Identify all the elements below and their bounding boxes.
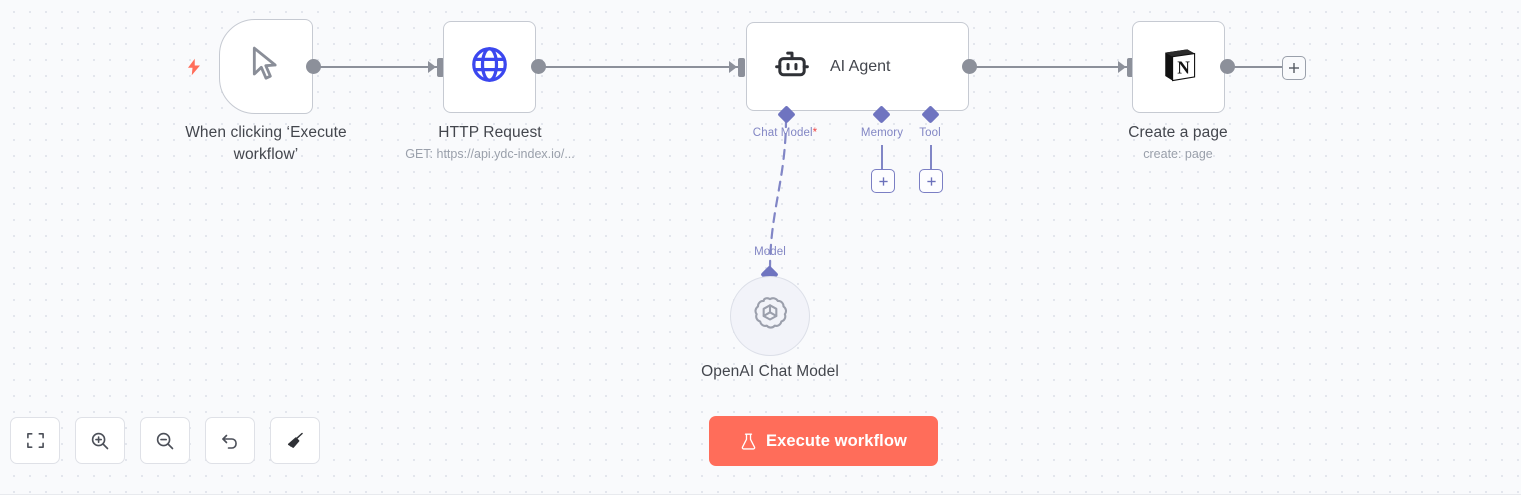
- notion-input-endpoint[interactable]: [1127, 58, 1134, 77]
- notion-input-arrow: [1118, 61, 1126, 73]
- wire-http-to-agent: [537, 66, 743, 68]
- globe-icon: [469, 44, 510, 90]
- notion-node-box[interactable]: N: [1132, 21, 1225, 113]
- zoom-out-button[interactable]: [140, 417, 190, 464]
- trigger-node-box[interactable]: [219, 19, 313, 114]
- node-label-notion: Create a page: [1128, 124, 1228, 141]
- zoom-in-button[interactable]: [75, 417, 125, 464]
- ai-agent-title: AI Agent: [830, 57, 891, 75]
- http-input-endpoint[interactable]: [437, 58, 444, 77]
- wire-chatmodel-to-openai: [768, 116, 788, 272]
- node-label-openai-chat-model: OpenAI Chat Model: [701, 363, 839, 380]
- lightning-bolt-icon: [185, 57, 203, 81]
- node-sublabel-notion: create: page: [1143, 147, 1213, 161]
- ai-agent-node-box[interactable]: AI Agent: [746, 22, 969, 111]
- add-memory-button[interactable]: [871, 169, 895, 193]
- chat-model-label-text: Chat Model: [752, 127, 813, 139]
- connector-label-model: Model: [754, 246, 786, 258]
- wire-tool-to-add: [930, 145, 932, 171]
- openai-icon: [750, 294, 790, 339]
- notion-icon: N: [1157, 43, 1201, 92]
- required-asterisk: *: [812, 127, 818, 139]
- undo-icon: [220, 431, 240, 451]
- agent-input-arrow: [729, 61, 737, 73]
- svg-text:N: N: [1177, 57, 1190, 77]
- node-label-trigger: When clicking ‘Execute workflow’: [185, 124, 347, 163]
- fit-view-icon: [26, 431, 45, 450]
- flask-icon: [740, 432, 757, 451]
- agent-input-endpoint[interactable]: [738, 58, 745, 77]
- trigger-output-endpoint[interactable]: [306, 59, 321, 74]
- reset-zoom-button[interactable]: [205, 417, 255, 464]
- agent-output-endpoint[interactable]: [962, 59, 977, 74]
- node-sublabel-http-request: GET: https://api.ydc-index.io/...: [405, 147, 575, 161]
- connector-label-chat-model: Chat Model*: [735, 127, 835, 139]
- canvas-toolbar: [10, 417, 320, 464]
- execute-workflow-button[interactable]: Execute workflow: [709, 416, 938, 466]
- node-label-http-request: HTTP Request: [438, 124, 542, 141]
- wire-notion-to-add: [1226, 66, 1283, 68]
- add-tool-button[interactable]: [919, 169, 943, 193]
- http-output-endpoint[interactable]: [531, 59, 546, 74]
- execute-workflow-label: Execute workflow: [766, 431, 907, 450]
- http-node-box[interactable]: [443, 21, 536, 113]
- broom-icon: [285, 430, 306, 451]
- robot-icon: [773, 45, 811, 88]
- zoom-out-icon: [155, 431, 175, 451]
- wire-memory-to-add: [881, 145, 883, 171]
- zoom-to-fit-button[interactable]: [10, 417, 60, 464]
- add-node-button[interactable]: [1282, 56, 1306, 80]
- wire-trigger-to-http: [312, 66, 444, 68]
- http-input-arrow: [428, 61, 436, 73]
- wire-agent-to-notion: [968, 66, 1131, 68]
- notion-output-endpoint[interactable]: [1220, 59, 1235, 74]
- connector-label-tool: Tool: [919, 127, 941, 139]
- openai-node-circle[interactable]: [730, 276, 810, 356]
- zoom-in-icon: [90, 431, 110, 451]
- tidy-up-button[interactable]: [270, 417, 320, 464]
- cursor-icon: [246, 44, 286, 89]
- connector-label-memory: Memory: [860, 127, 904, 139]
